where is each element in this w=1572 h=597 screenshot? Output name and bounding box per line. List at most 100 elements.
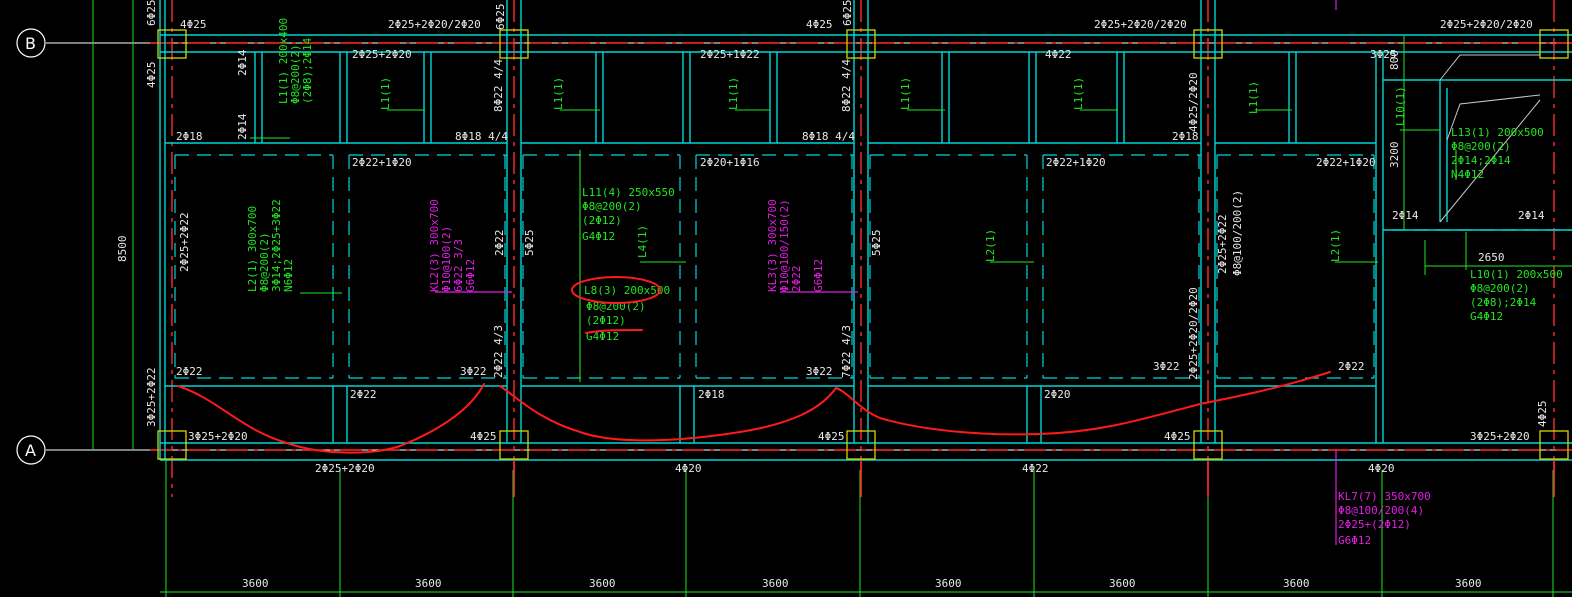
beam-note-l8: G4Φ12 <box>586 330 619 343</box>
column-b5[interactable] <box>1539 29 1569 59</box>
beam-tag-l1: L1(1) <box>1072 77 1085 110</box>
column-b4[interactable] <box>1193 29 1223 59</box>
beam-note-l10: G4Φ12 <box>1470 310 1503 323</box>
magenta-leaders <box>435 0 1337 545</box>
beam-note-l11: L11(4) 250x550 <box>582 186 675 199</box>
rebar-label: 3Φ22 <box>1153 360 1180 373</box>
beam-note-kl2: 6Φ22 3/3 <box>452 239 465 292</box>
rebar-label: 2Φ22 <box>350 388 377 401</box>
dim-text-bay-6: 3600 <box>1109 577 1136 590</box>
dimension-texts: 8500 3600 3600 3600 3600 3600 3600 3600 … <box>116 50 1505 590</box>
rebar-label-vertical: 7Φ22 4/3 <box>840 325 853 378</box>
rebar-label: 8Φ18 4/4 <box>455 130 508 143</box>
column-b1[interactable] <box>157 29 187 59</box>
beam-note-kl7: G6Φ12 <box>1338 534 1371 547</box>
rebar-label: 2Φ25+2Φ20/2Φ20 <box>1094 18 1187 31</box>
beam-note-l13: 2Φ14;2Φ14 <box>1451 154 1511 167</box>
rebar-label: 3Φ22 <box>806 365 833 378</box>
beam-tag-l4: L4(1) <box>636 225 649 258</box>
rebar-label: 2Φ14 <box>1518 209 1545 222</box>
red-markup <box>177 276 1331 454</box>
rebar-label: 4Φ20 <box>675 462 702 475</box>
dim-text-bay-4: 3600 <box>762 577 789 590</box>
rebar-label: 2Φ22 <box>1338 360 1365 373</box>
rebar-label: 4Φ22 <box>1045 48 1072 61</box>
green-leaders <box>250 109 1457 382</box>
rebar-label: 4Φ25 <box>470 430 497 443</box>
axis-label-a: A <box>25 441 36 460</box>
rebar-label-vertical: 6Φ25 <box>494 4 507 31</box>
beam-note-l10: L10(1) 200x500 <box>1470 268 1563 281</box>
beam-note-l13: Φ8@200(2) <box>1451 140 1511 153</box>
axis-bubble-a[interactable] <box>16 435 46 465</box>
beam-tag-l1: L1(1) <box>379 77 392 110</box>
rebar-label-vertical: 5Φ25 <box>523 230 536 257</box>
dim-text-2650: 2650 <box>1478 251 1505 264</box>
deflection-curve <box>177 371 1331 454</box>
rebar-label: 2Φ25+2Φ20 <box>315 462 375 475</box>
beam-note-kl2: KL2(3) 300x700 <box>428 199 441 292</box>
rebar-label-vertical: 2Φ25+2Φ22 <box>178 212 191 272</box>
rebar-label: 4Φ25 <box>180 18 207 31</box>
rebar-label: 2Φ18 <box>698 388 725 401</box>
beam-note-kl3: G6Φ12 <box>812 259 825 292</box>
rebar-label-vertical: 4Φ25/2Φ20 <box>1187 72 1200 132</box>
column-a5[interactable] <box>1539 430 1569 460</box>
beam-note-l8: (2Φ12) <box>586 314 626 327</box>
rebar-label: 2Φ22+1Φ20 <box>1046 156 1106 169</box>
beam-note-l11: (2Φ12) <box>582 214 622 227</box>
column-a1[interactable] <box>157 430 187 460</box>
rebar-label: 4Φ25 <box>1164 430 1191 443</box>
beam-note-l13: N4Φ12 <box>1451 168 1484 181</box>
dim-text-bay-7: 3600 <box>1283 577 1310 590</box>
axis-bubble-b[interactable] <box>16 28 46 58</box>
axis-label-b: B <box>25 34 36 53</box>
beam-note-kl7: Φ8@100/200(4) <box>1338 504 1424 517</box>
beam-note-l10: Φ8@200(2) <box>1470 282 1530 295</box>
rebar-label-vertical: 4Φ25 <box>1536 401 1549 428</box>
rebar-label: 3Φ25+2Φ20 <box>1470 430 1530 443</box>
beam-note-l8: L8(3) 200x500 <box>584 284 670 297</box>
rebar-label: 2Φ18 <box>176 130 203 143</box>
beam-note-l2: 3Φ14;2Φ25+3Φ22 <box>270 199 283 292</box>
rebar-label-vertical: 4Φ25 <box>145 62 158 89</box>
beam-note-kl7: KL7(7) 350x700 <box>1338 490 1431 503</box>
beam-note-kl2: G6Φ12 <box>464 259 477 292</box>
dim-text-3200: 3200 <box>1388 142 1401 169</box>
rebar-label-vertical: 2Φ22 <box>493 230 506 257</box>
dim-text-8500: 8500 <box>116 236 129 263</box>
beam-outlines <box>159 0 1572 461</box>
rebar-label-vertical: 2Φ14 <box>236 113 249 140</box>
column-b3[interactable] <box>846 29 876 59</box>
dim-text-bay-8: 3600 <box>1455 577 1482 590</box>
rebar-label: 2Φ18 <box>1172 130 1199 143</box>
dim-text-bay-3: 3600 <box>589 577 616 590</box>
rebar-label: 2Φ22+1Φ20 <box>352 156 412 169</box>
rebar-label: 4Φ22 <box>1022 462 1049 475</box>
beam-note-l1: Φ8@200(2) <box>289 44 302 104</box>
rebar-label-vertical: 8Φ22 4/4 <box>840 59 853 112</box>
column-a3[interactable] <box>846 430 876 460</box>
right-panel-lines <box>1439 54 1541 223</box>
rebar-label-vertical: 6Φ25 <box>841 0 854 26</box>
rebar-label: 2Φ25+2Φ20 <box>352 48 412 61</box>
rebar-label: 3Φ22 <box>460 365 487 378</box>
rebar-label: 2Φ20 <box>1044 388 1071 401</box>
beam-tag-l1: L1(1) <box>1247 81 1260 114</box>
beam-note-l10: (2Φ8);2Φ14 <box>1470 296 1537 309</box>
dimension-lines <box>92 0 1572 597</box>
rebar-label-vertical: 3Φ25+2Φ22 <box>145 367 158 427</box>
columns <box>157 29 1569 460</box>
column-a2[interactable] <box>499 430 529 460</box>
dim-text-800: 800 <box>1388 50 1401 70</box>
rebar-label-vertical: 2Φ22 4/3 <box>492 325 505 378</box>
highlight-circle-l8[interactable] <box>571 276 661 304</box>
rebar-label: 8Φ18 4/4 <box>802 130 855 143</box>
rebar-label: 2Φ14 <box>1392 209 1419 222</box>
grid-axes: B A <box>16 0 1572 497</box>
beam-note-kl3: KL3(3) 300x700 <box>766 199 779 292</box>
column-a4[interactable] <box>1193 430 1223 460</box>
column-b2[interactable] <box>499 29 529 59</box>
beam-note-kl3: 2Φ22 <box>790 266 803 293</box>
